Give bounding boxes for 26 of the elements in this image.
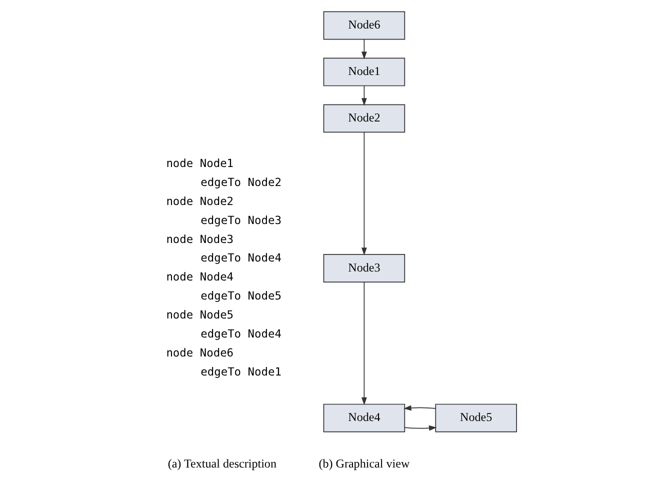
arrow	[403, 405, 436, 411]
node-box: Node5	[434, 404, 516, 432]
arrow	[360, 38, 366, 60]
label: edgeTo Node5	[200, 290, 281, 303]
node-box: Node2	[322, 104, 405, 133]
label: edgeTo Node4	[200, 252, 281, 265]
label: node Node1	[166, 157, 234, 170]
label: node Node2	[166, 194, 234, 208]
node-box: Node4	[322, 404, 405, 432]
label: (b) Graphical view	[318, 456, 410, 471]
arrow	[360, 282, 366, 406]
label: edgeTo Node4	[200, 327, 281, 340]
label: node Node3	[166, 232, 234, 246]
node-box: Node3	[322, 254, 405, 282]
node-box: Node1	[322, 58, 405, 86]
label: node Node6	[166, 346, 234, 360]
arrow	[360, 85, 366, 106]
label: edgeTo Node1	[200, 365, 281, 378]
label: edgeTo Node2	[200, 176, 281, 189]
label: node Node5	[166, 308, 234, 322]
arrow	[360, 132, 366, 256]
arrow	[404, 425, 436, 431]
label: node Node4	[166, 270, 234, 284]
label: (a) Textual description	[167, 456, 276, 471]
label: edgeTo Node3	[200, 214, 281, 227]
node-box: Node6	[322, 11, 405, 40]
